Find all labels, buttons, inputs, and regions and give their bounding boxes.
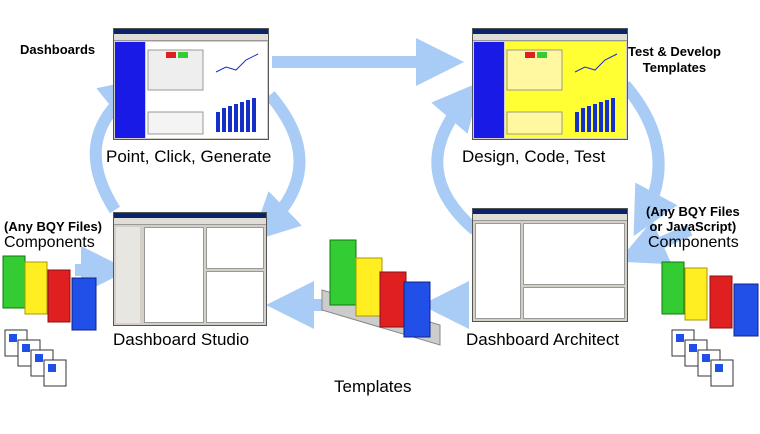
left-document-icons bbox=[4, 329, 67, 387]
test-develop-screenshot bbox=[472, 28, 628, 140]
arrow-right-cycle-down bbox=[620, 81, 678, 237]
test-develop-mini-chart bbox=[506, 49, 618, 135]
dashboards-screenshot bbox=[113, 28, 269, 140]
template-bricks bbox=[321, 239, 441, 346]
label-left-any-bqy: (Any BQY Files) bbox=[4, 219, 103, 234]
label-dashboards: Dashboards bbox=[20, 42, 96, 57]
dashboard-architect-screenshot bbox=[472, 208, 628, 322]
label-design-code-test: Design, Code, Test bbox=[462, 147, 606, 166]
label-point-click-generate: Point, Click, Generate bbox=[106, 147, 272, 166]
dashboards-sidebar bbox=[115, 42, 145, 138]
dashboard-studio-screenshot bbox=[113, 212, 267, 326]
label-right-any-bqy: (Any BQY Files or JavaScript) bbox=[646, 204, 740, 234]
arrow-right-cycle-up bbox=[431, 81, 481, 235]
label-dashboard-architect: Dashboard Architect bbox=[466, 330, 620, 349]
label-templates: Templates bbox=[334, 377, 412, 396]
arrow-right-components-in bbox=[618, 220, 693, 265]
label-left-components: Components bbox=[4, 234, 95, 251]
right-document-icons bbox=[671, 329, 734, 387]
label-test-develop-templates: Test & Develop Templates bbox=[628, 44, 721, 75]
dashboards-mini-chart bbox=[147, 49, 259, 135]
label-dashboard-studio: Dashboard Studio bbox=[113, 330, 250, 349]
left-component-bricks bbox=[2, 255, 97, 331]
test-develop-sidebar bbox=[474, 42, 504, 138]
arrow-left-cycle-down bbox=[250, 91, 306, 242]
label-right-components: Components bbox=[648, 234, 739, 251]
right-component-bricks bbox=[661, 261, 759, 337]
